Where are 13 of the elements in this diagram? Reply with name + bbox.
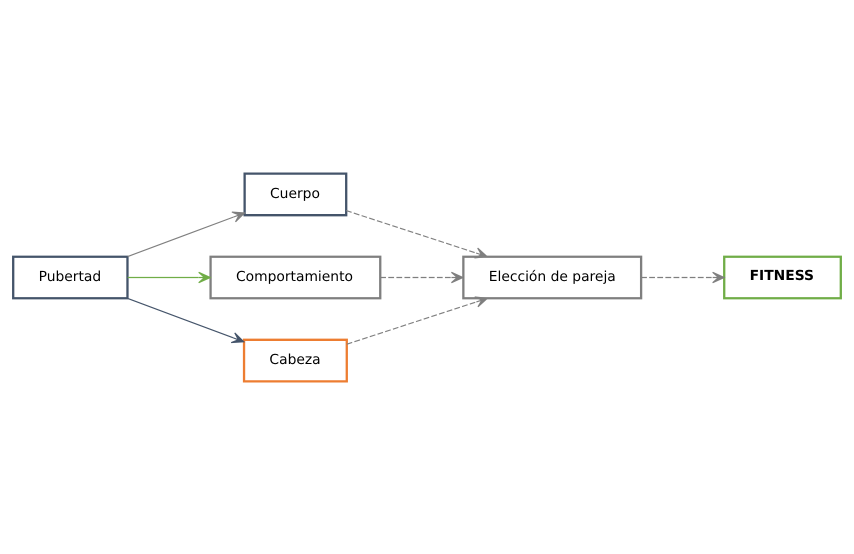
node-box: Cabeza xyxy=(242,338,348,382)
node-box: Pubertad xyxy=(12,255,129,299)
arrow xyxy=(380,271,464,283)
arrow xyxy=(128,211,246,257)
node-box: Comportamiento xyxy=(209,255,382,299)
node-box: FITNESS xyxy=(723,255,842,299)
arrow xyxy=(346,210,488,258)
arrow xyxy=(641,271,725,283)
arrow xyxy=(346,296,488,344)
node-box: Elección de pareja xyxy=(462,255,642,299)
arrow xyxy=(128,297,244,343)
arrow xyxy=(128,271,211,283)
node-box: Cuerpo xyxy=(243,172,348,216)
